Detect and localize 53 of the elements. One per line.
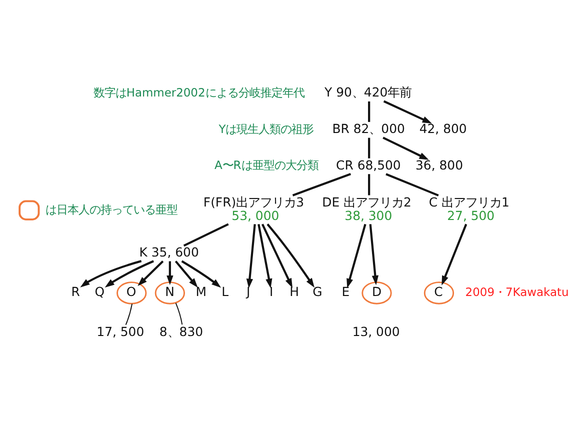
arrow: [174, 260, 198, 288]
node-text: K 35, 600: [139, 244, 199, 260]
connector: [386, 173, 439, 196]
node-label: 13, 000: [352, 324, 400, 339]
legend-label: は日本人の持っている亜型: [45, 202, 178, 216]
connector: [292, 173, 352, 196]
connector: [175, 302, 183, 325]
node-ellipse: N: [154, 282, 185, 304]
label: Yは現生人類の祖形: [218, 122, 314, 136]
connector: [368, 174, 370, 196]
node-text: H: [290, 284, 299, 300]
arrow: [246, 224, 256, 288]
node-text: J: [246, 284, 250, 300]
connector: [183, 223, 229, 247]
node-text: Y 90、420年前: [324, 84, 412, 100]
arrow: [258, 224, 272, 288]
arrow: [181, 260, 222, 288]
arrow: [266, 224, 314, 288]
node-text: R: [71, 284, 80, 300]
node-text: Q: [94, 284, 105, 300]
arrow: [442, 224, 468, 286]
connector: [125, 303, 133, 326]
node-text: 8、830: [159, 324, 204, 339]
arrow: [383, 100, 432, 124]
arrow: [138, 260, 164, 286]
connector: [368, 138, 370, 158]
node-text: F(FR)出アフリカ3 53, 000: [203, 194, 304, 223]
node-ellipse: C: [424, 282, 454, 304]
arrow: [80, 260, 142, 288]
node-text: L: [222, 284, 229, 300]
node-text: G: [312, 284, 322, 300]
arrow: [369, 224, 378, 286]
node-text: BR 82、000: [332, 121, 405, 136]
arrow: [382, 136, 429, 160]
node-text: CR 68,500: [336, 158, 401, 173]
arrow: [261, 224, 292, 288]
node-text: C 出アフリカ1 27, 500: [428, 194, 510, 223]
node-ellipse: O: [116, 282, 147, 304]
node-text: 17, 500: [96, 324, 144, 339]
label: 2009・7Kawakatu: [465, 284, 569, 299]
label: 数字はHammer2002による分岐推定年代: [93, 85, 304, 100]
node-text: 36, 800: [416, 158, 463, 173]
node-text: 42, 800: [419, 121, 467, 136]
connector: [368, 101, 370, 122]
arrow: [166, 261, 174, 286]
arrow: [104, 260, 154, 288]
node-ellipse: D: [362, 282, 392, 304]
node-text: DE 出アフリカ2 38, 300: [322, 194, 412, 223]
label: A〜Rは亜型の大分類: [214, 158, 318, 172]
node-text: E: [342, 284, 350, 300]
arrow: [346, 224, 366, 288]
node-text: M: [196, 284, 207, 300]
node-text: I: [270, 284, 274, 300]
